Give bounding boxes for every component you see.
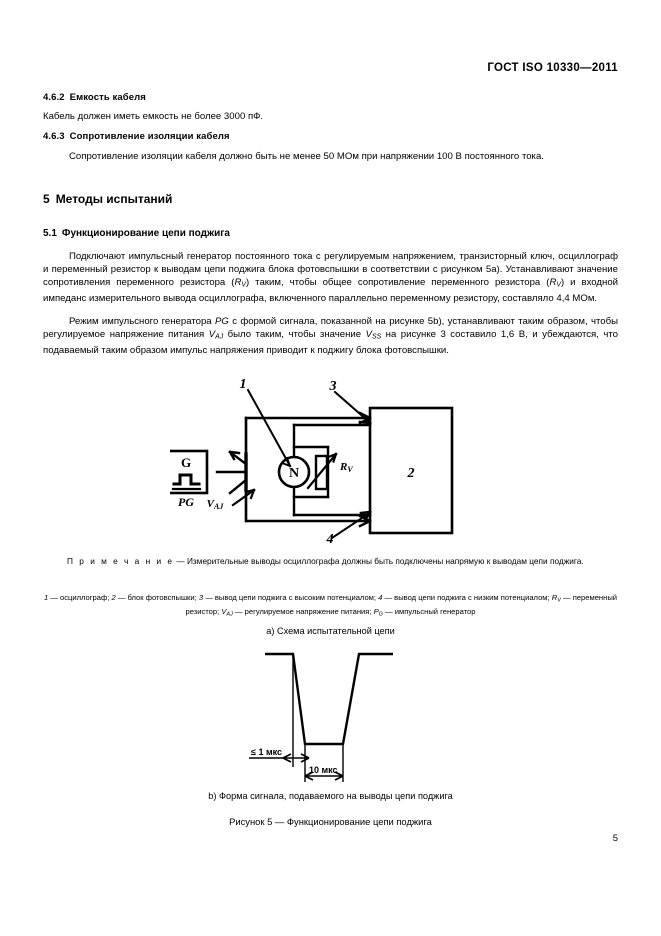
circuit-diagram-figure: 1 3 4 2 G PG N VAJ RV xyxy=(170,378,590,543)
caption-a-wrapper: а) Схема испытательной цепи xyxy=(43,626,618,636)
clause-4-6-3-number: 4.6.3 xyxy=(43,131,65,142)
supply-adjust-arrow-head xyxy=(244,488,256,500)
transistor-collector-arrowhead xyxy=(228,450,241,461)
pulse-width-label: 10 мкс xyxy=(309,765,338,775)
paragraph-2-segment-3: было таким, чтобы значение xyxy=(223,329,366,341)
subclause-5-1-heading: 5.1 Функционирование цепи поджига xyxy=(43,228,618,239)
key-text-3: — вывод цепи поджига с высоким потенциал… xyxy=(203,593,376,602)
key-symbol-rv: R xyxy=(551,593,558,602)
supply-voltage-label: VAJ xyxy=(207,498,225,511)
figure-caption-wrapper: Рисунок 5 — Функционирование цепи поджиг… xyxy=(43,816,618,827)
caption-b-wrapper: b) Форма сигнала, подаваемого на выводы … xyxy=(43,791,618,801)
width-arrowhead-left xyxy=(304,771,314,781)
callout-1-leader xyxy=(246,388,292,468)
key-num-3: 3 xyxy=(198,593,204,602)
key-symbol-vaj: V xyxy=(221,607,227,617)
pulse-waveform-glyph xyxy=(172,473,201,486)
transistor-emitter-lead xyxy=(228,478,248,495)
section-5-1-paragraph-1: Подключают импульсный генератор постоянн… xyxy=(43,250,618,305)
clause-4-6-3-heading: 4.6.3 Сопротивление изоляции кабеля xyxy=(43,131,618,142)
key-num-4: 4 xyxy=(378,593,383,602)
variable-resistor-arrow-line xyxy=(306,452,338,490)
paragraph-2-vaj-symbol: V xyxy=(208,329,216,341)
clause-4-6-2-heading: 4.6.2 Емкость кабеля xyxy=(43,92,618,103)
paragraph-2-vss-subscript: SS xyxy=(371,333,382,341)
paragraph-1-segment-1: Подключают импульсный генератор постоянн… xyxy=(43,251,618,289)
waveform-diagram-svg: ≤ 1 мкс 10 мкс xyxy=(249,652,393,782)
callout-1-arrowhead xyxy=(280,456,292,468)
variable-resistor-label: RV xyxy=(339,461,353,474)
subclause-5-1-title: Функционирование цепи поджига xyxy=(61,228,230,239)
key-symbol-pg-sub: G xyxy=(378,611,383,618)
paragraph-2-segment-4: на рисунке 3 составило 1,6 В, и убеждают… xyxy=(43,329,618,356)
clause-4-6-2-number: 4.6.2 xyxy=(43,92,65,103)
figure-caption: Рисунок 5 — Функционирование цепи поджиг… xyxy=(229,816,432,827)
paragraph-1-segment-3: ) и входной импеданс измерительного выво… xyxy=(43,277,619,304)
terminal-4-wire-arrowhead xyxy=(358,514,372,528)
key-num-1: 1 xyxy=(43,593,49,602)
supply-adjust-arrow-line xyxy=(231,488,256,507)
section-5-number: 5 xyxy=(43,192,50,206)
paragraph-2-vaj-subscript: AJ xyxy=(215,333,224,341)
flash-unit-block xyxy=(368,406,454,535)
terminal-3-wire-arrowhead xyxy=(358,411,372,425)
paragraph-2-segment-1: Режим импульсного генератора xyxy=(69,316,215,327)
key-symbol-rv-sub: V xyxy=(557,597,561,604)
callout-label-3: 3 xyxy=(329,379,337,394)
figure-note: П р и м е ч а н и е — Измерительные выво… xyxy=(43,555,618,567)
key-text-pg: — импульсный генератор xyxy=(382,607,476,617)
pulse-generator-label: PG xyxy=(178,495,194,509)
transistor-collector-lead xyxy=(228,450,248,466)
paragraph-2-pg-symbol: PG xyxy=(214,316,229,327)
meter-symbol-label: N xyxy=(289,466,299,481)
paragraph-2-vss-symbol: V xyxy=(365,329,372,341)
circuit-diagram-svg: 1 3 4 2 G PG N VAJ RV xyxy=(170,378,454,543)
clause-4-6-2-title: Емкость кабеля xyxy=(69,92,146,103)
rise-time-arrowhead-right xyxy=(300,753,310,763)
key-text-rv: — переменный резистор; xyxy=(185,593,618,617)
waveform-diagram-figure: ≤ 1 мкс 10 мкс xyxy=(247,645,437,785)
figure-key: 1 — осциллограф; 2 — блок фотовспышки; 3… xyxy=(40,592,621,621)
key-text-1: — осциллограф; xyxy=(48,593,110,602)
callout-label-2: 2 xyxy=(407,466,415,481)
pulse-generator-box xyxy=(170,449,209,495)
paragraph-1-rv-subscript-1: V xyxy=(241,281,246,289)
key-text-2: — блок фотовспышки; xyxy=(115,593,197,602)
page-header-standard-number: ГОСТ ISO 10330—2011 xyxy=(487,62,618,74)
section-5-1-paragraph-2: Режим импульсного генератора PG с формой… xyxy=(43,315,618,357)
clause-4-6-3-text: Сопротивление изоляции кабеля должно быт… xyxy=(69,151,544,162)
width-arrowhead-right xyxy=(334,771,344,781)
rise-time-label: ≤ 1 мкс xyxy=(251,747,282,757)
key-symbol-pg: P xyxy=(373,607,379,617)
callout-label-1: 1 xyxy=(240,378,247,392)
clause-4-6-2-text: Кабель должен иметь емкость не более 300… xyxy=(43,111,264,122)
generator-symbol-label: G xyxy=(181,455,191,470)
key-text-4: — вывод цепи поджига с низким xyxy=(382,593,499,602)
callout-label-4: 4 xyxy=(326,532,334,543)
clause-4-6-3-title: Сопротивление изоляции кабеля xyxy=(69,131,230,142)
paragraph-1-rv-subscript-2: V xyxy=(556,281,561,289)
clause-4-6-2-body: Кабель должен иметь емкость не более 300… xyxy=(43,110,618,123)
key-text-vaj: — регулируемое напряжение питания; xyxy=(232,607,374,617)
section-5-heading: 5 Методы испытаний xyxy=(43,192,618,206)
paragraph-1-rv-symbol-1: R xyxy=(234,277,242,289)
note-dash: — xyxy=(174,556,187,566)
key-line2-lead: потенциалом; xyxy=(500,593,552,602)
paragraph-1-segment-2: ) таким, чтобы общее сопротивление перем… xyxy=(246,277,550,289)
key-num-2: 2 xyxy=(111,593,116,602)
page-number: 5 xyxy=(612,833,618,844)
clause-4-6-3-body: Сопротивление изоляции кабеля должно быт… xyxy=(43,150,618,163)
variable-resistor-arrow-head xyxy=(327,452,338,463)
caption-b: b) Форма сигнала, подаваемого на выводы … xyxy=(208,791,453,801)
rise-time-arrowhead-left xyxy=(282,753,292,763)
subclause-5-1-number: 5.1 xyxy=(43,228,57,239)
paragraph-2-segment-2: с формой сигнала, показанной на рисунке … xyxy=(43,316,618,341)
note-text: Измерительные выводы осциллографа должны… xyxy=(186,556,584,566)
key-symbol-vaj-sub: AJ xyxy=(226,611,233,618)
section-5-title: Методы испытаний xyxy=(55,192,173,206)
note-label: П р и м е ч а н и е xyxy=(67,556,175,566)
paragraph-1-rv-symbol-2: R xyxy=(549,277,557,289)
pulse-trace xyxy=(265,652,393,746)
caption-a: а) Схема испытательной цепи xyxy=(266,626,395,636)
